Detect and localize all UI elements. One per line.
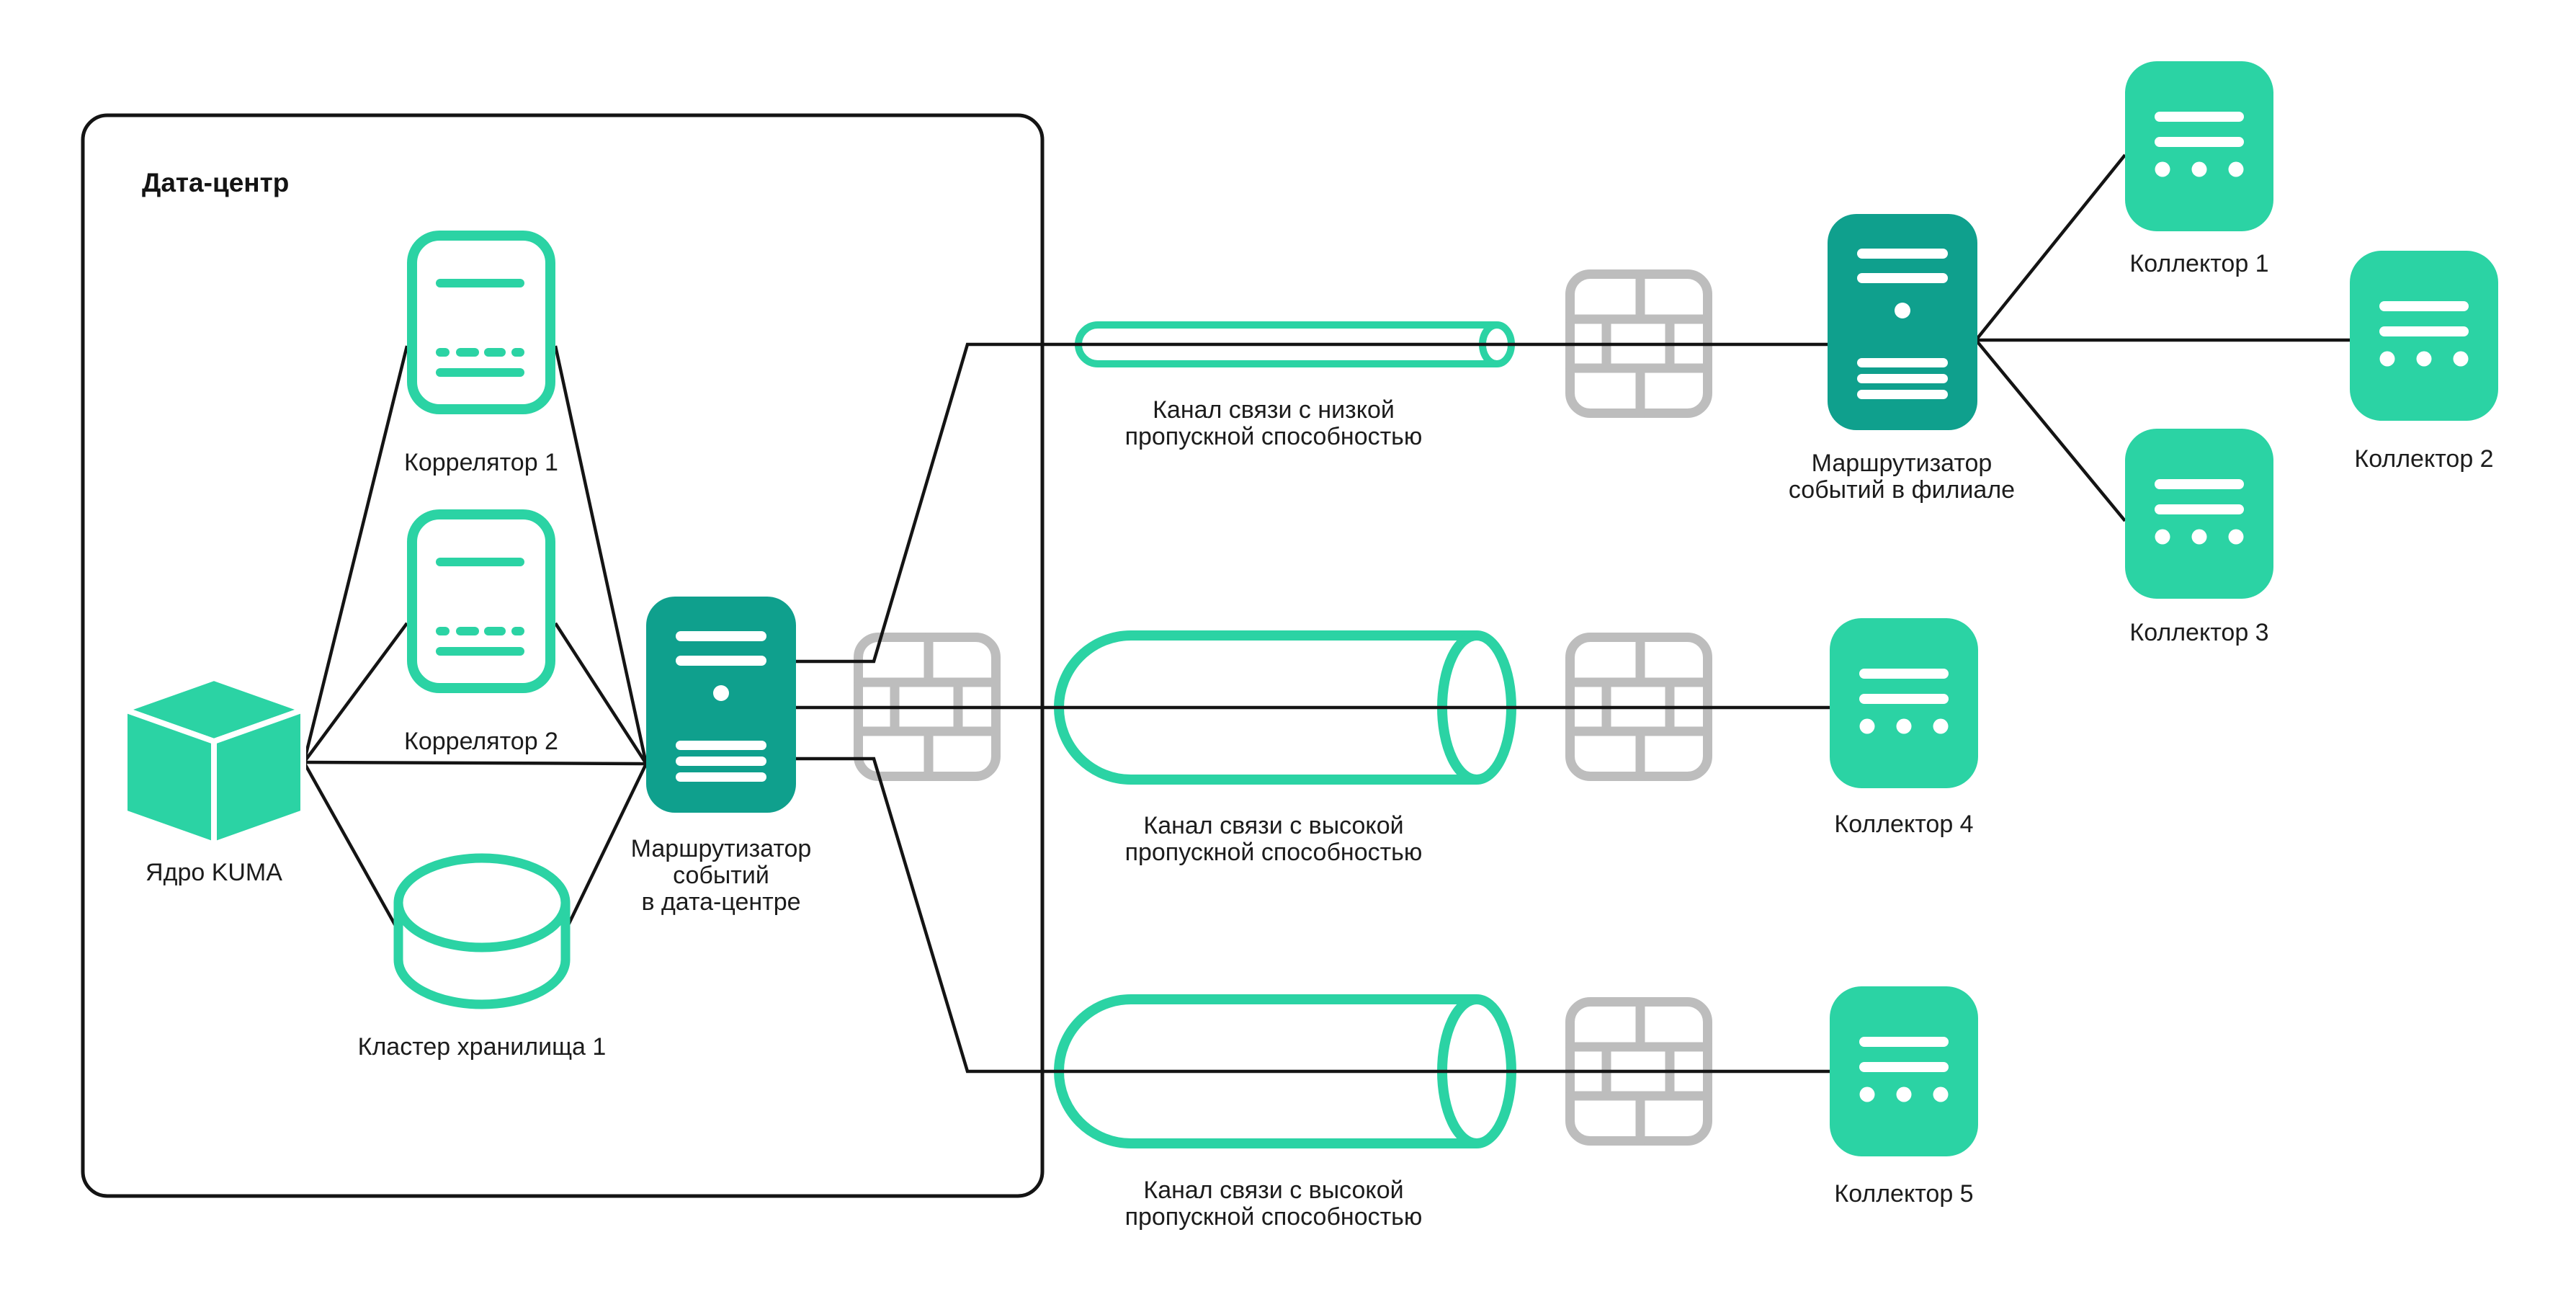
collector-3-icon xyxy=(2125,429,2273,599)
svg-text:Маршрутизатор: Маршрутизатор xyxy=(1812,450,1993,477)
svg-text:пропускной способностью: пропускной способностью xyxy=(1125,1203,1423,1231)
collector-3-label: Коллектор 3 xyxy=(2129,619,2268,646)
svg-text:Канал связи с высокой: Канал связи с высокой xyxy=(1143,1177,1403,1204)
connector-correlator1-dc-router xyxy=(553,345,648,764)
connector-correlator2-dc-router xyxy=(554,622,648,765)
channel-low-label: Канал связи с низкой пропускной способно… xyxy=(1125,396,1423,450)
collector-5-icon xyxy=(1830,986,1978,1156)
branch-router-label: Маршрутизатор событий в филиале xyxy=(1789,450,2015,504)
storage-cluster-icon xyxy=(393,853,571,1009)
collector-1-label: Коллектор 1 xyxy=(2129,250,2268,277)
connector-core-dc-router xyxy=(303,760,647,766)
collector-2-label: Коллектор 2 xyxy=(2354,445,2493,473)
collector-2-icon xyxy=(2350,251,2498,421)
collector-5-label: Коллектор 5 xyxy=(1834,1180,1973,1208)
connector-branch-router-collector1 xyxy=(1975,153,2126,342)
svg-text:в дата-центре: в дата-центре xyxy=(641,888,800,916)
dc-event-router-icon xyxy=(646,597,796,813)
connector-core-storage xyxy=(303,761,400,932)
kuma-core-icon xyxy=(122,675,306,847)
channel-high-1-label: Канал связи с высокой пропускной способн… xyxy=(1125,812,1423,866)
collector-4-label: Коллектор 4 xyxy=(1834,811,1973,838)
connector-branch-router-collector3 xyxy=(1975,339,2126,522)
datacenter-boundary xyxy=(81,113,1045,1198)
correlator-2-icon xyxy=(412,514,550,688)
svg-text:событий в филиале: событий в филиале xyxy=(1789,476,2015,504)
connector-core-correlator2 xyxy=(303,622,408,764)
datacenter-title: Дата-центр xyxy=(142,168,289,197)
connector-lines xyxy=(302,153,2350,1074)
correlator-1-label: Коррелятор 1 xyxy=(404,449,558,476)
connector-storage-dc-router xyxy=(563,763,648,932)
connector-core-correlator1 xyxy=(302,345,409,763)
kuma-core-label: Ядро KUMA xyxy=(146,859,282,886)
dc-router-label: Маршрутизатор событий в дата-центре xyxy=(631,835,812,916)
connector-dc-router-branch-router xyxy=(796,342,1828,664)
svg-text:Маршрутизатор: Маршрутизатор xyxy=(631,835,812,862)
correlator-2-label: Коррелятор 2 xyxy=(404,728,558,755)
svg-text:Канал связи с высокой: Канал связи с высокой xyxy=(1143,812,1403,839)
correlator-1-icon xyxy=(412,236,550,409)
collector-1-icon xyxy=(2125,61,2273,231)
channel-high-2-label: Канал связи с высокой пропускной способн… xyxy=(1125,1177,1423,1231)
svg-text:пропускной способностью: пропускной способностью xyxy=(1125,839,1423,866)
svg-text:событий: событий xyxy=(673,862,769,889)
svg-text:пропускной способностью: пропускной способностью xyxy=(1125,423,1423,450)
storage-cluster-label: Кластер хранилища 1 xyxy=(358,1033,607,1061)
branch-event-router-icon xyxy=(1828,214,1977,430)
connector-dc-router-collector5 xyxy=(796,757,1830,1074)
collector-4-icon xyxy=(1830,618,1978,788)
svg-text:Канал связи с низкой: Канал связи с низкой xyxy=(1153,396,1395,424)
